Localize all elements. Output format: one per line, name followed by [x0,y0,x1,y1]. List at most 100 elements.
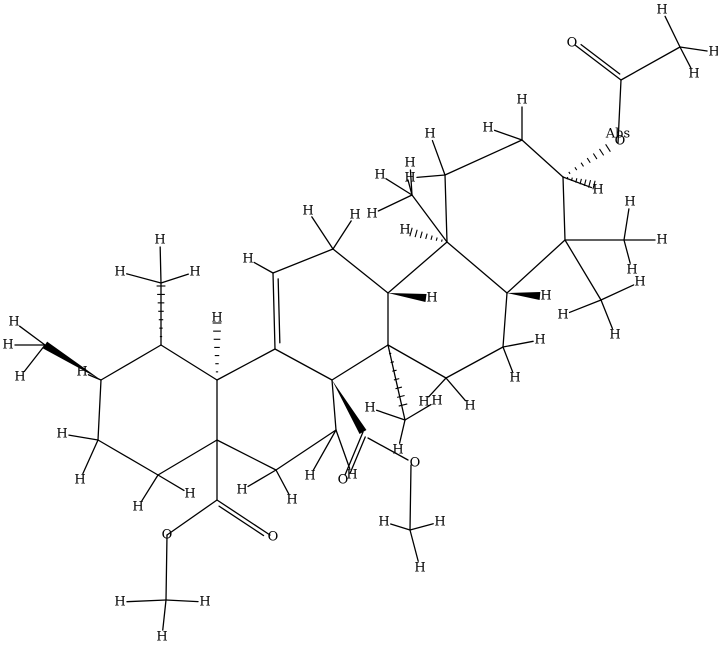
hydrogen-label: H [399,223,410,238]
hydrogen-label: H [482,121,493,136]
hydrogen-label: H [2,338,13,353]
hydrogen-label: H [14,370,25,385]
oxygen-label: O [615,134,626,149]
c-h-bond [68,434,99,441]
c-h-bond [416,174,446,179]
hash-stroke [605,144,611,152]
single-bond [444,174,448,243]
carbonyl-bond [580,43,621,75]
c-h-bond [375,409,406,421]
hash-stroke [390,361,395,364]
hydrogen-label: H [302,204,313,219]
hash-stroke [599,148,605,156]
hash-stroke [580,162,584,167]
single-bond [166,499,218,536]
hydrogen-label: H [56,427,67,442]
hydrogen-label: H [509,371,520,386]
hashed-bond [562,144,611,178]
c-h-bond [332,220,352,250]
c-h-bond [311,216,334,250]
c-h-bond [623,239,631,264]
c-h-bond [126,273,162,284]
c-h-bond [431,139,446,176]
hydrogen-label: H [74,473,85,488]
hash-stroke [396,394,405,398]
hydrogen-label: H [114,595,125,610]
hydrogen-label: H [392,443,403,458]
single-bond [617,79,622,144]
hydrogen-label: H [364,401,375,416]
single-bond [506,239,566,294]
hydrogen-label: H [434,515,445,530]
hydrogen-label: H [154,233,165,248]
single-bond [272,248,334,274]
c-h-bond [398,419,406,444]
abs-stereo-label: Abs [605,127,630,142]
hydrogen-label: H [286,493,297,508]
hashed-bond [387,344,408,407]
hydrogen-label: H [609,328,620,343]
single-bond [564,239,602,301]
hash-stroke [441,239,443,242]
c-h-bond [445,377,467,402]
single-bond [274,348,333,381]
single-bond [409,464,412,531]
single-bond [562,176,566,241]
hydrogen-label: H [236,483,247,498]
oxygen-label: O [162,528,173,543]
carbonyl-bond [574,44,622,81]
oxygen-label: O [567,36,578,51]
hydrogen-label: H [624,195,635,210]
hydrogen-label: H [346,468,357,483]
oxygen-label: O [268,530,279,545]
hydrogen-label: H [114,265,125,280]
hydrogen-label: H [374,168,385,183]
hydrogen-label: H [424,127,435,142]
hashed-bond [156,285,166,346]
single-bond [620,46,681,81]
hydrogen-label: H [634,275,645,290]
hydrogen-label: H [557,308,568,323]
hash-stroke [392,369,397,372]
c-h-bond [390,523,411,531]
hydrogen-label: H [156,630,167,645]
double-bond-c12-c13 [277,278,281,344]
wedge-bond [388,293,427,302]
c-h-bond [253,261,274,274]
hash-stroke [435,237,438,241]
single-bond [387,241,448,294]
hash-stroke [592,180,596,190]
c-h-bond [162,599,167,631]
hashed-bond [409,227,448,243]
single-bond [387,344,447,379]
hash-stroke [425,233,428,240]
single-bond [521,139,564,178]
c-h-bond [404,403,432,421]
c-h-bond [409,169,413,196]
hydrogen-label: H [378,515,389,530]
hydrogen-label: H [656,233,667,248]
c-h-bond [600,284,635,301]
single-bond [446,241,508,294]
hydrogen-label: H [242,252,253,267]
hydrogen-label: H [431,394,442,409]
c-h-bond [159,246,162,284]
single-bond [165,534,168,601]
c-h-bond [82,439,99,475]
wedge-bond [332,380,367,435]
hydrogen-label: H [418,395,429,410]
c-h-bond [377,194,413,212]
c-h-bond [679,46,708,52]
single-bond [97,439,159,476]
hydrogen-label: H [404,171,415,186]
oxygen-label: O [410,456,421,471]
c-h-bond [165,599,199,603]
hydrogen-label: H [211,311,222,326]
single-bond [97,379,102,441]
hash-stroke [574,166,578,171]
single-bond [444,139,523,176]
carbonyl-bond [344,431,364,476]
single-bond [367,437,409,461]
